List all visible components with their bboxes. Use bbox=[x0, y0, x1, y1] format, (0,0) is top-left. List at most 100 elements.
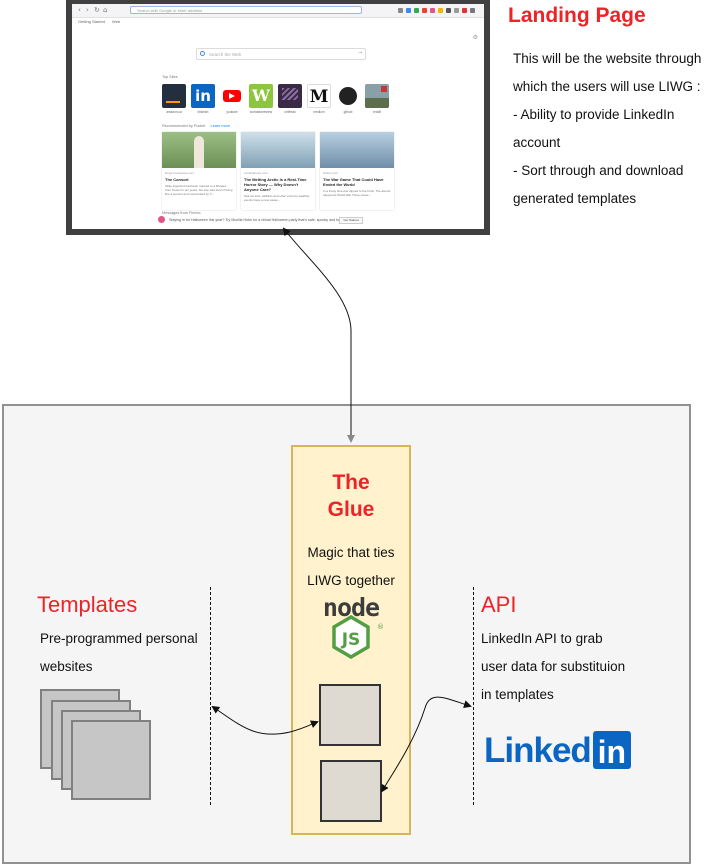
glue-title-line: The bbox=[332, 471, 370, 494]
top-site-tile[interactable] bbox=[220, 84, 244, 108]
card-image bbox=[241, 132, 315, 168]
newtab-search-input[interactable]: Search the Web bbox=[196, 48, 366, 60]
extension-icon[interactable] bbox=[398, 8, 403, 13]
templates-description-line: websites bbox=[40, 659, 93, 674]
top-site-label: medium bbox=[313, 110, 325, 114]
reload-icon[interactable]: ↻ bbox=[94, 6, 100, 14]
pocket-card[interactable]: history.com The War Game That Could Have… bbox=[320, 132, 394, 210]
top-site-label: reddit bbox=[373, 110, 381, 114]
nodejs-hexagon-text: JS bbox=[341, 630, 361, 650]
browser-toolbar: ‹ › ↻ ⌂ Search with Google or enter addr… bbox=[72, 4, 484, 18]
nodejs-logo: node JS ® bbox=[311, 595, 391, 659]
bookmark-item[interactable]: Web bbox=[112, 19, 121, 24]
top-site-tile[interactable] bbox=[336, 84, 360, 108]
registered-icon: ® bbox=[377, 623, 384, 631]
api-title: API bbox=[481, 592, 517, 617]
extension-icon[interactable] bbox=[438, 8, 443, 13]
card-body: Taiko Ingerford had been married to a Rh… bbox=[165, 184, 233, 196]
extension-icon[interactable] bbox=[454, 8, 459, 13]
card-source: nextbigfuture.com bbox=[244, 171, 268, 175]
google-icon bbox=[200, 51, 205, 56]
top-site-label: amazon.ca bbox=[166, 110, 182, 114]
glue-title: The Glue bbox=[293, 469, 409, 523]
browser-window: ‹ › ↻ ⌂ Search with Google or enter addr… bbox=[72, 4, 484, 229]
get-started-button[interactable]: Get Started bbox=[339, 217, 363, 224]
landing-page-title: Landing Page bbox=[508, 4, 646, 27]
landing-page-description: This will be the website through which t… bbox=[513, 45, 701, 213]
api-description-line: in templates bbox=[481, 687, 554, 702]
templates-to-glue-connector bbox=[211, 705, 319, 735]
nodejs-hexagon-icon: JS bbox=[332, 615, 370, 659]
templates-title: Templates bbox=[37, 592, 138, 617]
linkedin-wordmark: Linked bbox=[484, 731, 592, 770]
recommended-heading: Recommended by Pocket Learn more bbox=[162, 124, 230, 128]
firefox-snippet-icon bbox=[158, 216, 165, 223]
top-site-label: ctrlfreak bbox=[284, 110, 296, 114]
linkedin-in-icon: in bbox=[592, 731, 631, 770]
recommended-heading-text: Recommended by Pocket bbox=[162, 124, 206, 128]
home-icon[interactable]: ⌂ bbox=[103, 6, 108, 14]
templates-boundary-line bbox=[210, 587, 211, 805]
snippet-text: Staying in for Halloween this year? Try … bbox=[169, 218, 343, 222]
extension-icon[interactable] bbox=[462, 8, 467, 13]
landing-to-glue-connector bbox=[282, 227, 355, 443]
glue-component-box bbox=[319, 684, 381, 746]
top-site-tile[interactable] bbox=[162, 84, 186, 108]
description-line: account bbox=[513, 135, 561, 150]
glue-component-box bbox=[320, 760, 382, 822]
description-line: - Ability to provide LinkedIn bbox=[513, 107, 675, 122]
bookmarks-bar: Getting Started Web bbox=[78, 19, 126, 24]
card-image bbox=[162, 132, 236, 168]
template-page-icon bbox=[71, 720, 151, 800]
glue-description-line: LIWG together bbox=[307, 573, 395, 588]
api-description-line: LinkedIn API to grab bbox=[481, 631, 603, 646]
card-body: In a frosty time-line dipped to the brin… bbox=[323, 189, 391, 197]
landing-page-screenshot: ‹ › ↻ ⌂ Search with Google or enter addr… bbox=[66, 0, 490, 235]
pocket-card[interactable]: blogs.bookseries.com The Consort Taiko I… bbox=[162, 132, 236, 210]
top-site-label: youtube bbox=[226, 110, 238, 114]
top-site-tile[interactable]: in bbox=[191, 84, 215, 108]
card-title: The Melting Arctic Is a Real-Time Horror… bbox=[244, 177, 307, 192]
extension-icon[interactable] bbox=[422, 8, 427, 13]
api-boundary-line bbox=[473, 587, 474, 805]
url-bar[interactable]: Search with Google or enter address bbox=[130, 6, 362, 14]
card-title: The Consort bbox=[165, 177, 189, 182]
glue-description: Magic that ties LIWG together bbox=[293, 539, 409, 595]
bookmark-item[interactable]: Getting Started bbox=[78, 19, 105, 24]
forward-icon[interactable]: › bbox=[86, 6, 89, 14]
top-sites-heading: Top Sites bbox=[162, 75, 178, 79]
description-line: - Sort through and download bbox=[513, 163, 684, 178]
top-site-tile[interactable]: M bbox=[307, 84, 331, 108]
card-body: Sea ice loss, wildfires and other extrem… bbox=[244, 194, 310, 202]
extension-icon[interactable] bbox=[446, 8, 451, 13]
learn-more-link[interactable]: Learn more bbox=[210, 124, 230, 128]
top-site-tile[interactable]: W bbox=[249, 84, 273, 108]
top-site-label: worldstarreview bbox=[249, 110, 273, 114]
back-icon[interactable]: ‹ bbox=[78, 6, 81, 14]
arrow-right-icon[interactable]: → bbox=[358, 50, 363, 56]
top-site-tile[interactable] bbox=[278, 84, 302, 108]
description-line: This will be the website through bbox=[513, 51, 702, 66]
glue-description-line: Magic that ties bbox=[307, 545, 395, 560]
description-line: which the users will use LIWG : bbox=[513, 79, 701, 94]
card-source: history.com bbox=[323, 171, 339, 175]
card-title: The War Game That Could Have Ended the W… bbox=[323, 177, 384, 187]
top-site-label: github bbox=[343, 110, 353, 114]
extension-icon[interactable] bbox=[430, 8, 435, 13]
menu-icon[interactable] bbox=[470, 8, 475, 13]
pocket-card[interactable]: nextbigfuture.com The Melting Arctic Is … bbox=[241, 132, 315, 210]
api-to-glue-connector bbox=[380, 696, 472, 793]
gear-icon[interactable]: ⚙ bbox=[472, 34, 478, 41]
card-image bbox=[320, 132, 394, 168]
extension-icon[interactable] bbox=[406, 8, 411, 13]
top-site-label: linkedin bbox=[197, 110, 209, 114]
description-line: generated templates bbox=[513, 191, 637, 206]
top-site-tile[interactable] bbox=[365, 84, 389, 108]
card-source: blogs.bookseries.com bbox=[165, 171, 195, 175]
templates-description-line: Pre-programmed personal bbox=[40, 631, 198, 646]
api-description-line: user data for substituion bbox=[481, 659, 626, 674]
extension-icon[interactable] bbox=[414, 8, 419, 13]
glue-title-line: Glue bbox=[327, 498, 375, 521]
